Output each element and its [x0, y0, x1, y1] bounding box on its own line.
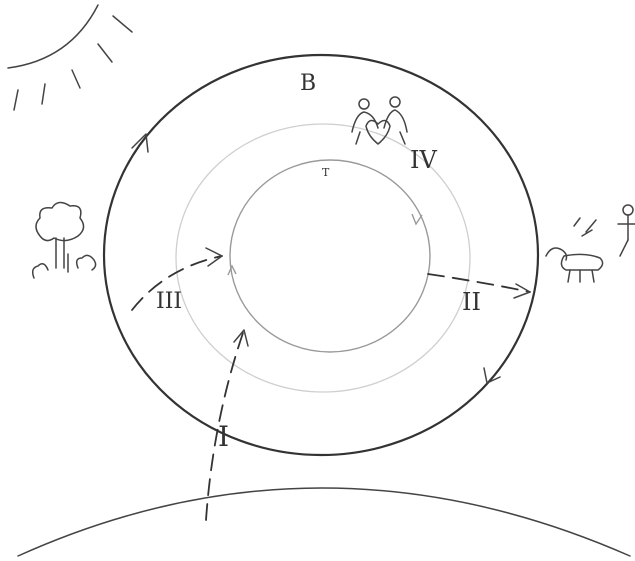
outer-label: B [300, 71, 316, 96]
stage-4-label: IV [410, 146, 437, 174]
family-heart-icon [352, 97, 407, 144]
dog-icon [546, 218, 603, 282]
inner-cycle-ring [230, 160, 430, 352]
stage-2-label: II [462, 288, 481, 316]
sun-icon [8, 5, 132, 110]
inner-label: T [322, 166, 330, 179]
stick-figure-icon [618, 205, 635, 256]
tree-icon [36, 202, 84, 268]
earth-horizon [18, 488, 630, 556]
stage-3-label: III [156, 289, 182, 314]
outer-cycle-ring [104, 55, 538, 455]
stage-1-label: I [218, 420, 229, 453]
